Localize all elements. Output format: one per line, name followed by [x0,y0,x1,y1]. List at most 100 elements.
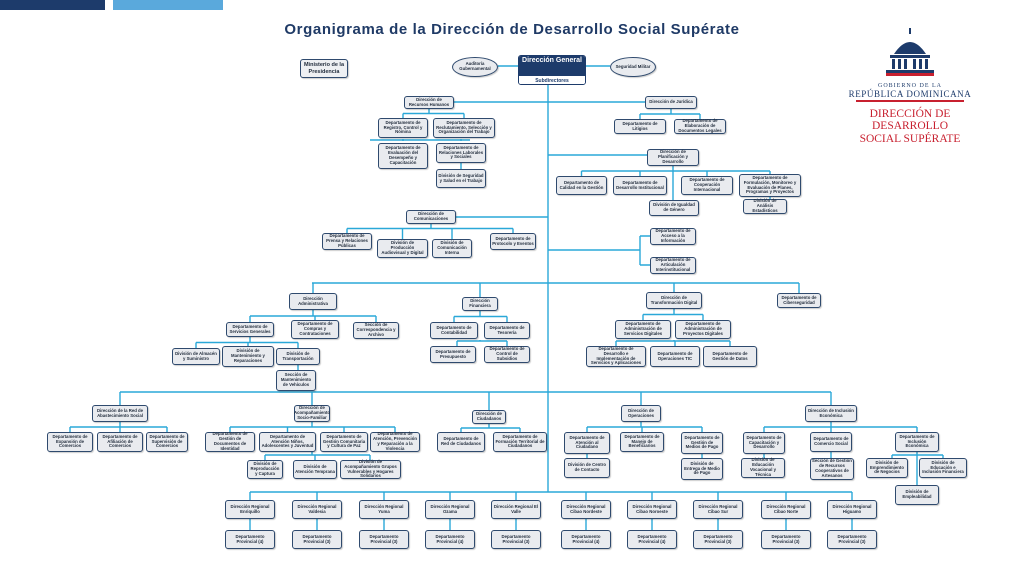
node-financiera[interactable]: Dirección Financiera [462,297,498,311]
node-provincial[interactable]: Departamento Provincial (4) [425,530,475,549]
node-relaciones[interactable]: Departamento de Relaciones Laborales y S… [436,143,486,163]
node-reprod[interactable]: División de Reproducción y Captura [247,460,283,479]
node-segsalud[interactable]: División de Seguridad y Salud en el Trab… [436,169,486,188]
node-gescom[interactable]: Departamento de Gestión Comunitaria y Cu… [320,432,368,452]
node-admserv[interactable]: Departamento de Administración de Servic… [615,320,671,339]
node-regional[interactable]: Dirección Regional Cibao Noroeste [627,500,677,519]
node-auditoria[interactable]: Auditoría Gubernamental [452,57,498,77]
node-regional[interactable]: Dirección Regional Enriquillo [225,500,275,519]
node-gesdatos[interactable]: Departamento de Gestión de Datos [703,346,757,367]
node-label: Dirección de Ciudadanos [476,411,502,421]
node-regional[interactable]: Dirección Regional Ozama [425,500,475,519]
node-evaluacion[interactable]: Departamento de Evaluación del Desempeño… [378,143,428,169]
node-reclut[interactable]: Departamento de Reclutamiento, Selección… [433,118,495,138]
node-elabdocs[interactable]: Departamento de Elaboración de Documento… [674,118,726,134]
node-contab[interactable]: Departamento de Contabilidad [430,322,478,339]
node-ciudadanos[interactable]: Dirección de Ciudadanos [472,410,506,424]
node-controlsub[interactable]: Departamento de Control de Subsidios [484,346,530,363]
node-admin[interactable]: Dirección Administrativa [289,293,337,310]
node-desimpl[interactable]: Departamento de Desarrollo e Implementac… [586,346,646,367]
node-regional[interactable]: Dirección Regional Cibao Nordeste [561,500,611,519]
node-direccion-general[interactable]: Dirección General Subdirectores [518,55,586,85]
node-litigios[interactable]: Departamento de Litigios [614,119,666,134]
node-provincial[interactable]: Departamento Provincial (3) [491,530,541,549]
node-protocolo[interactable]: Departamento de Protocolo y Eventos [490,233,536,250]
node-redciud[interactable]: Departamento de Red de Ciudadanos [437,432,485,452]
node-articul[interactable]: Departamento de Articulación Interinstit… [650,257,696,274]
node-operac[interactable]: Dirección de Operaciones [621,405,661,422]
node-registro[interactable]: Departamento de Registro, Control y Nómi… [378,118,428,138]
node-igualdad[interactable]: División de Igualdad de Género [649,200,699,216]
node-servgen[interactable]: Departamento de Servicios Generales [226,322,274,337]
node-admproy[interactable]: Departamento de Administración de Proyec… [675,320,731,339]
node-transform[interactable]: Dirección de Transformación Digital [646,292,702,309]
node-seguridad[interactable]: Seguridad Militar [610,57,656,77]
node-temprana[interactable]: División de Atención Temprana [293,460,337,479]
node-provincial[interactable]: Departamento Provincial (4) [561,530,611,549]
node-almacen[interactable]: División de Almacén y Suministro [172,348,220,365]
node-repcom[interactable]: Departamento de Expansión de Comercios [47,432,93,452]
node-ninos[interactable]: Departamento de Atención Niños, Adolesce… [259,432,316,452]
node-mantveh[interactable]: Sección de Mantenimiento de Vehículos [276,370,316,391]
node-afilcom[interactable]: Departamento de Afiliación de Comercios [97,432,143,452]
node-transporte[interactable]: División de Transportación [276,348,320,365]
node-calidad[interactable]: Departamento de Calidad en la Gestión [556,176,607,195]
node-rrhh[interactable]: Dirección de Recursos Humanos [404,96,454,109]
node-provincial[interactable]: Departamento Provincial (4) [225,530,275,549]
node-regional[interactable]: Dirección Regional Yuma [359,500,409,519]
node-vulnerables[interactable]: División de Acompañamiento Grupos Vulner… [340,459,401,479]
node-provincial[interactable]: Departamento Provincial (3) [693,530,743,549]
node-cooperat[interactable]: Sección de Gestión de Recursos Cooperati… [810,458,854,480]
node-regional[interactable]: Dirección Regional Cibao Norte [761,500,811,519]
node-benef[interactable]: Departamento de Manejo de Beneficiarios [620,432,664,452]
node-mediospago[interactable]: Departamento de Gestión de Medios de Pag… [681,432,723,454]
node-acceso[interactable]: Departamento de Acceso a la Información [650,228,696,245]
node-regional[interactable]: Dirección Regional Valdesia [292,500,342,519]
node-provincial[interactable]: Departamento Provincial (3) [292,530,342,549]
node-tesoreria[interactable]: Departamento de Tesorería [484,322,530,339]
node-redabast[interactable]: Dirección de la Red de Abastecimiento So… [92,405,148,422]
node-provincial[interactable]: Departamento Provincial (4) [627,530,677,549]
node-provincial[interactable]: Departamento Provincial (3) [761,530,811,549]
node-supcom[interactable]: Departamento de Supervisión de Comercios [146,432,188,452]
node-coop[interactable]: Departamento de Cooperación Internaciona… [681,176,733,195]
node-estad[interactable]: División de Análisis Estadísticos [743,198,787,214]
node-corresp[interactable]: Sección de Correspondencia y Archivo [353,322,399,339]
node-comunic[interactable]: Dirección de Comunicaciones [406,210,456,224]
node-acomp[interactable]: Dirección de Acompañamiento Socio-Famili… [294,405,330,422]
node-atciud[interactable]: Departamento de Atención al Ciudadano [564,432,610,454]
node-inclusion[interactable]: Dirección de Inclusión Económica [805,405,857,422]
node-regional[interactable]: Dirección Regional Cibao Sur [693,500,743,519]
node-territ[interactable]: Departamento de Formación Territorial de… [493,432,547,452]
node-optic[interactable]: Departamento de Operaciones TIC [650,346,700,367]
node-formul[interactable]: Departamento de Formulación, Monitoreo y… [739,174,801,197]
node-ministerio[interactable]: Ministerio de la Presidencia [300,59,348,78]
node-inclecon[interactable]: Departamento de Inclusión Económica [895,432,939,452]
node-planif[interactable]: Dirección de Planificación y Desarrollo [647,149,699,166]
node-ciber[interactable]: Departamento de Ciberseguridad [777,293,821,308]
node-label: Dirección Regional Enriquillo [230,503,270,514]
node-capac[interactable]: Departamento de Capacitación y Desarroll… [743,432,785,454]
node-empleab[interactable]: División de Empleabilidad [895,485,939,505]
node-edtecnica[interactable]: División de Educación Vocacional y Técni… [741,457,785,478]
node-gesdoc[interactable]: Departamento de Gestión de Documentos de… [205,431,255,452]
node-violencia[interactable]: Departamento de Atención, Prevención y R… [370,431,420,452]
node-entrega[interactable]: División de Entrega de Medio de Pago [681,458,723,480]
node-regional[interactable]: Dirección Regional Higuamo [827,500,877,519]
node-juridica[interactable]: Dirección de Jurídica [645,96,697,109]
node-manten[interactable]: División de Mantenimiento y Reparaciones [222,346,274,367]
node-presup[interactable]: Departamento de Presupuesto [430,346,476,363]
node-produccion[interactable]: División de Producción Audiovisual y Dig… [377,239,428,258]
node-prensa[interactable]: Departamento de Prensa y Relaciones Públ… [322,233,372,250]
node-provincial[interactable]: Departamento Provincial (3) [359,530,409,549]
node-cominterna[interactable]: División de Comunicación Interna [432,239,472,258]
node-regional[interactable]: Dirección Regional El Valle [491,500,541,519]
node-contacto[interactable]: División de Centro de Contacto [564,458,610,478]
node-compras[interactable]: Departamento de Compras y Contrataciones [291,320,339,339]
node-educfin[interactable]: División de Educación e Inclusión Financ… [919,458,967,478]
node-desinst[interactable]: Departamento de Desarrollo Institucional [613,176,667,195]
node-provincial[interactable]: Departamento Provincial (3) [827,530,877,549]
node-comsocial[interactable]: Departamento de Comercio Social [810,432,852,452]
node-label: Dirección de Transformación Digital [650,294,698,305]
node-emprend[interactable]: División de Emprendimiento de Negocios [866,458,908,478]
